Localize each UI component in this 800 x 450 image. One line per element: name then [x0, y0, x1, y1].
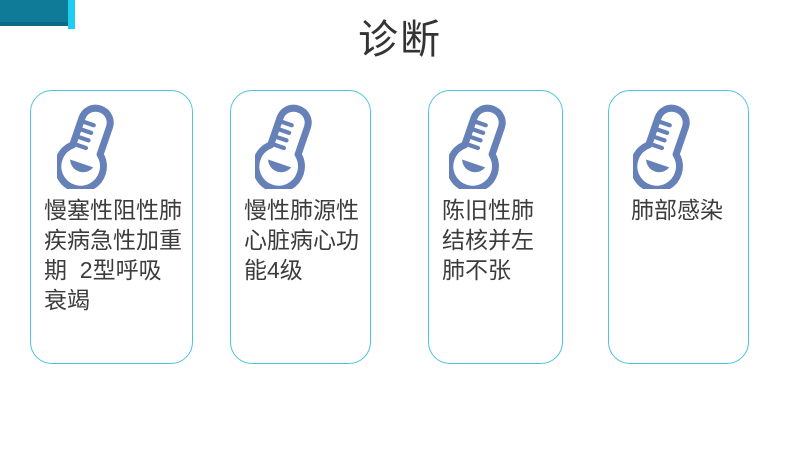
corner-accent-edge: [68, 0, 75, 29]
diagnosis-card-label: 慢塞性阻性肺疾病急性加重期 2型呼吸衰竭: [44, 197, 182, 313]
thermometer-icon: [231, 101, 370, 189]
diagnosis-card[interactable]: 慢性肺源性心脏病心功能4级: [230, 90, 371, 364]
corner-accent-bar: [0, 0, 72, 25]
diagnosis-card[interactable]: 肺部感染: [608, 90, 749, 364]
diagnosis-card[interactable]: 陈旧性肺结核并左肺不张: [428, 90, 563, 364]
diagnosis-card-label: 肺部感染: [631, 197, 723, 223]
thermometer-icon: [609, 101, 748, 189]
diagnosis-card-label: 陈旧性肺结核并左肺不张: [442, 197, 534, 283]
corner-accent-shadow: [0, 22, 68, 26]
thermometer-icon: [31, 101, 192, 189]
diagnosis-card[interactable]: 慢塞性阻性肺疾病急性加重期 2型呼吸衰竭: [30, 90, 193, 364]
diagnosis-card-label: 慢性肺源性心脏病心功能4级: [244, 197, 359, 283]
thermometer-icon: [429, 101, 562, 189]
page-title: 诊断: [358, 18, 442, 62]
